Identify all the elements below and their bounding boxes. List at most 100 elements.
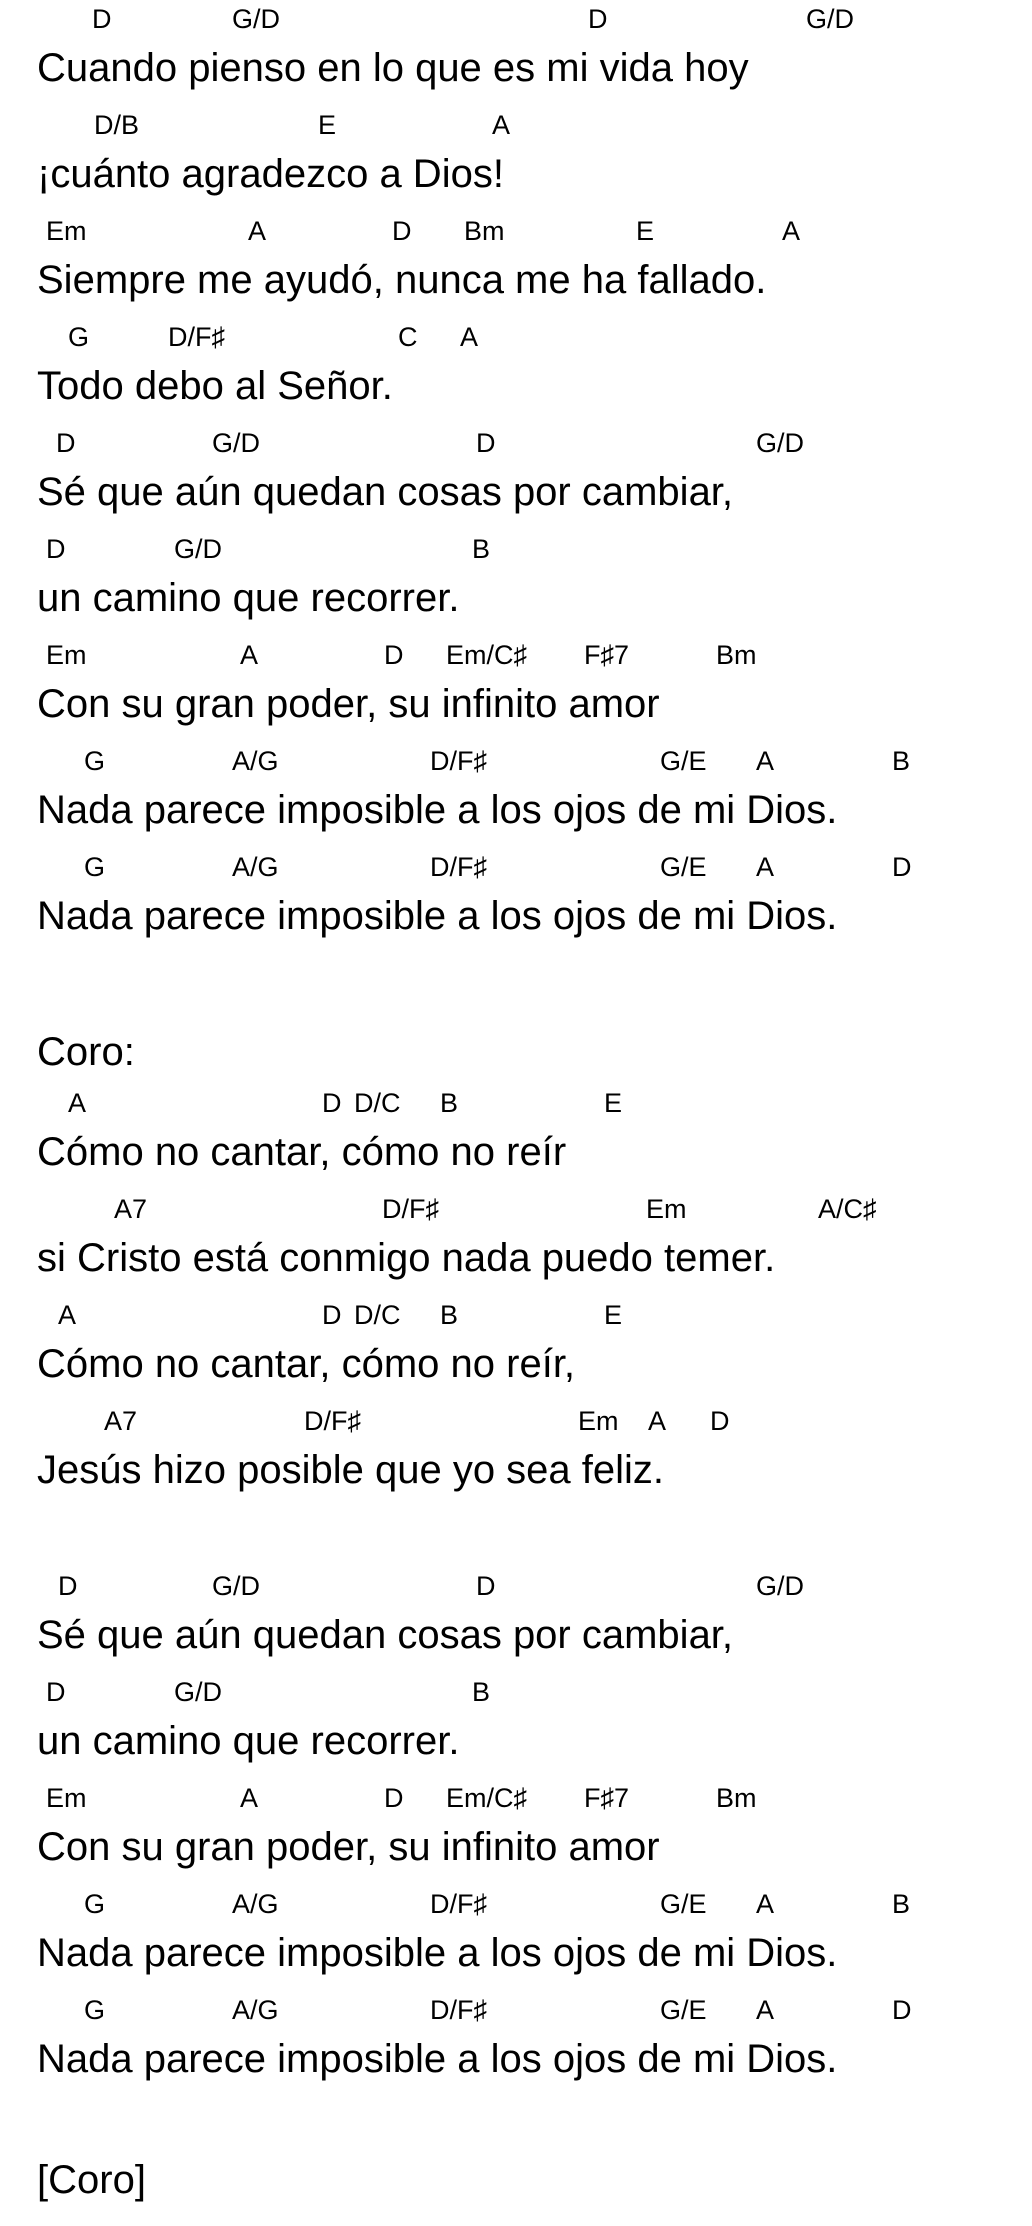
- chord: A: [240, 640, 259, 670]
- chord: E: [318, 110, 337, 140]
- chord: G/D: [174, 1677, 223, 1707]
- chord-row: G A/G D/F♯ G/E A D: [0, 1991, 1032, 2025]
- chord: C: [398, 322, 418, 352]
- lyric-line: Con su gran poder, su infinito amor: [37, 1825, 660, 1869]
- chord: F♯7: [584, 1783, 630, 1813]
- song-line: G A/G D/F♯ G/E A D Nada parece imposible…: [0, 1991, 1032, 2097]
- lyric-line: Nada parece imposible a los ojos de mi D…: [37, 788, 838, 832]
- chord: G: [84, 852, 106, 882]
- chord: D: [892, 1995, 912, 2025]
- chord: G/D: [212, 428, 261, 458]
- song-line: G D/F♯ C A Todo debo al Señor.: [0, 318, 1032, 424]
- chord: Em: [46, 1783, 87, 1813]
- song-line: D/B E A ¡cuánto agradezco a Dios!: [0, 106, 1032, 212]
- chord: G: [84, 1889, 106, 1919]
- chord-row: D G/D B: [0, 530, 1032, 564]
- lyric-line: Cómo no cantar, cómo no reír: [37, 1130, 567, 1174]
- chord: A: [756, 1995, 775, 2025]
- song-line: Em A D Em/C♯ F♯7 Bm Con su gran poder, s…: [0, 1779, 1032, 1885]
- chord: D: [710, 1406, 730, 1436]
- chord: Em: [46, 216, 87, 246]
- song-line: D G/D B un camino que recorrer.: [0, 1673, 1032, 1779]
- chord: D: [92, 4, 112, 34]
- song-line: G A/G D/F♯ G/E A B Nada parece imposible…: [0, 742, 1032, 848]
- song-line: D G/D D G/D Cuando pienso en lo que es m…: [0, 0, 1032, 106]
- lyric-line: ¡cuánto agradezco a Dios!: [37, 152, 504, 196]
- chord: A: [248, 216, 267, 246]
- lyric-line: Con su gran poder, su infinito amor: [37, 682, 660, 726]
- chord-row: D G/D D G/D: [0, 424, 1032, 458]
- song-line: Em A D Em/C♯ F♯7 Bm Con su gran poder, s…: [0, 636, 1032, 742]
- song-line: G A/G D/F♯ G/E A D Nada parece imposible…: [0, 848, 1032, 954]
- lyric-line: Cuando pienso en lo que es mi vida hoy: [37, 46, 749, 90]
- chord: E: [636, 216, 655, 246]
- chord: B: [892, 1889, 911, 1919]
- lyric-line: Sé que aún quedan cosas por cambiar,: [37, 470, 734, 514]
- chord: A7: [114, 1194, 148, 1224]
- chord: G: [84, 1995, 106, 2025]
- chord: Bm: [716, 1783, 757, 1813]
- chord: B: [472, 1677, 491, 1707]
- chord: A7: [104, 1406, 138, 1436]
- chord: G/D: [212, 1571, 261, 1601]
- lyric-line: Nada parece imposible a los ojos de mi D…: [37, 1931, 838, 1975]
- chord-row: D G/D B: [0, 1673, 1032, 1707]
- song-line: D G/D D G/D Sé que aún quedan cosas por …: [0, 424, 1032, 530]
- chord: A/G: [232, 1889, 279, 1919]
- chord-row: G A/G D/F♯ G/E A D: [0, 848, 1032, 882]
- chord: D/B: [94, 110, 140, 140]
- chord: D/F♯: [168, 322, 225, 352]
- chord: D: [392, 216, 412, 246]
- chord-row: D/B E A: [0, 106, 1032, 140]
- lyric-line: Nada parece imposible a los ojos de mi D…: [37, 2037, 838, 2081]
- lyric-line: Nada parece imposible a los ojos de mi D…: [37, 894, 838, 938]
- chord: G/D: [756, 1571, 805, 1601]
- chord: D: [322, 1088, 342, 1118]
- chord: G/D: [174, 534, 223, 564]
- chord: D/C: [354, 1300, 401, 1330]
- chord: G/D: [232, 4, 281, 34]
- chord: A/G: [232, 746, 279, 776]
- song-line: A D D/C B E Cómo no cantar, cómo no reír: [0, 1084, 1032, 1190]
- verse-2: D G/D D G/D Sé que aún quedan cosas por …: [0, 1567, 1032, 2097]
- chord: D/F♯: [304, 1406, 361, 1436]
- chord-row: A D D/C B E: [0, 1296, 1032, 1330]
- chord: G: [68, 322, 90, 352]
- chord: Em: [646, 1194, 687, 1224]
- chord-row: D G/D D G/D: [0, 1567, 1032, 1601]
- chord: A: [648, 1406, 667, 1436]
- chord: D: [476, 1571, 496, 1601]
- chord: B: [472, 534, 491, 564]
- chord: D: [46, 534, 66, 564]
- chord: D: [58, 1571, 78, 1601]
- lyric-line: Todo debo al Señor.: [37, 364, 393, 408]
- chord: A/G: [232, 1995, 279, 2025]
- chord: D: [476, 428, 496, 458]
- chord: E: [604, 1088, 623, 1118]
- chord-row: G A/G D/F♯ G/E A B: [0, 742, 1032, 776]
- chord: D: [588, 4, 608, 34]
- chord: D/F♯: [430, 852, 487, 882]
- chord: D/F♯: [430, 1995, 487, 2025]
- chord: A: [58, 1300, 77, 1330]
- chord: Em: [578, 1406, 619, 1436]
- chord: Em/C♯: [446, 640, 527, 670]
- chord: Em: [46, 640, 87, 670]
- chord: D: [384, 1783, 404, 1813]
- chorus: A D D/C B E Cómo no cantar, cómo no reír…: [0, 1084, 1032, 1508]
- chorus-label: Coro:: [37, 1030, 135, 1074]
- chord: E: [604, 1300, 623, 1330]
- chord: D: [892, 852, 912, 882]
- chord: G/E: [660, 746, 707, 776]
- chord: G/D: [806, 4, 855, 34]
- chorus-repeat-marker: [Coro]: [37, 2158, 146, 2202]
- chord-row: Em A D Em/C♯ F♯7 Bm: [0, 636, 1032, 670]
- chord: G: [84, 746, 106, 776]
- chord: A: [68, 1088, 87, 1118]
- chord: A: [782, 216, 801, 246]
- chord-row: D G/D D G/D: [0, 0, 1032, 34]
- chord: D/C: [354, 1088, 401, 1118]
- lyric-line: Cómo no cantar, cómo no reír,: [37, 1342, 576, 1386]
- chord: D/F♯: [430, 746, 487, 776]
